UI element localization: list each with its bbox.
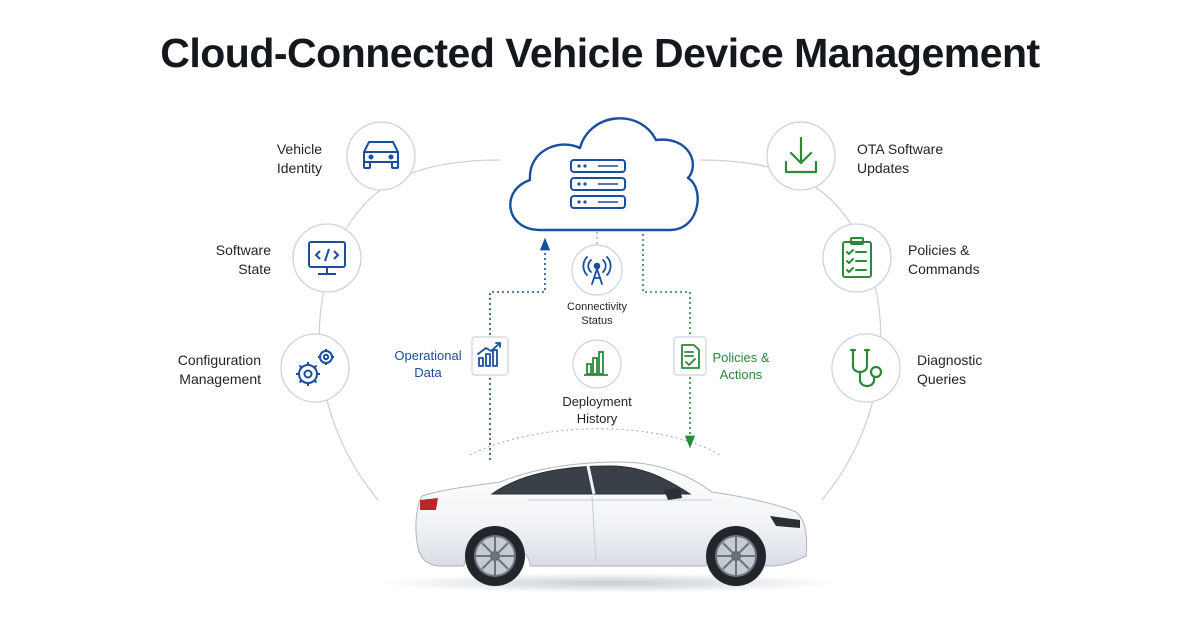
- label-line: Connectivity: [567, 301, 627, 313]
- vehicle-signal-arc: [469, 428, 721, 456]
- node-vehicle-identity: [346, 121, 416, 191]
- page-title: Cloud-Connected Vehicle Device Managemen…: [160, 30, 1040, 76]
- label-policies-commands: Policies & Commands: [908, 241, 1018, 279]
- label-line: Data: [414, 365, 442, 380]
- code-monitor-icon: [308, 241, 346, 275]
- node-ota-software-updates: [766, 121, 836, 191]
- uplink-arrow: [489, 237, 551, 460]
- operational-data-node: [471, 336, 509, 376]
- label-configuration-management: Configuration Management: [140, 351, 261, 389]
- gears-icon: [296, 349, 334, 386]
- connectivity-status-node: [571, 244, 623, 296]
- node-diagnostic-queries: [831, 333, 901, 403]
- label-vehicle-identity: Vehicle Identity: [222, 140, 322, 178]
- label-line: Configuration: [177, 352, 261, 368]
- label-diagnostic-queries: Diagnostic Queries: [917, 351, 1027, 389]
- label-line: State: [238, 261, 271, 277]
- label-line: Deployment: [562, 394, 632, 409]
- label-deployment-history: Deployment History: [542, 393, 652, 427]
- label-software-state: Software State: [170, 241, 271, 279]
- car-icon: [363, 141, 399, 169]
- label-line: Status: [581, 315, 613, 327]
- label-line: Commands: [908, 261, 980, 277]
- document-check-icon: [681, 344, 700, 369]
- label-line: Updates: [857, 160, 910, 176]
- label-line: OTA Software: [857, 141, 944, 157]
- cloud-server-icon: [509, 117, 699, 232]
- label-line: History: [576, 411, 618, 426]
- label-line: Management: [179, 371, 261, 387]
- label-line: Actions: [719, 367, 763, 382]
- label-line: Software: [215, 242, 271, 258]
- label-ota-software-updates: OTA Software Updates: [857, 140, 987, 178]
- label-operational-data: Operational Data: [388, 347, 468, 381]
- node-policies-commands: [822, 223, 892, 293]
- label-line: Queries: [917, 371, 967, 387]
- stethoscope-icon: [849, 348, 883, 388]
- bar-chart-icon: [584, 351, 608, 376]
- label-line: Operational: [394, 348, 462, 363]
- trend-chart-icon: [477, 342, 501, 367]
- label-line: Diagnostic: [917, 352, 983, 368]
- label-connectivity-status: Connectivity Status: [547, 300, 647, 328]
- sedan-car-image: [380, 461, 840, 593]
- label-line: Vehicle: [276, 141, 322, 157]
- label-line: Policies &: [712, 350, 770, 365]
- policies-actions-node: [673, 336, 707, 376]
- label-line: Policies &: [908, 242, 970, 258]
- label-policies-actions: Policies & Actions: [708, 349, 774, 383]
- node-software-state: [292, 223, 362, 293]
- deployment-history-node: [572, 339, 622, 389]
- download-icon: [784, 136, 818, 174]
- label-line: Identity: [276, 160, 322, 176]
- node-configuration-management: [280, 333, 350, 403]
- clipboard-checklist-icon: [842, 237, 872, 278]
- antenna-icon: [582, 256, 612, 285]
